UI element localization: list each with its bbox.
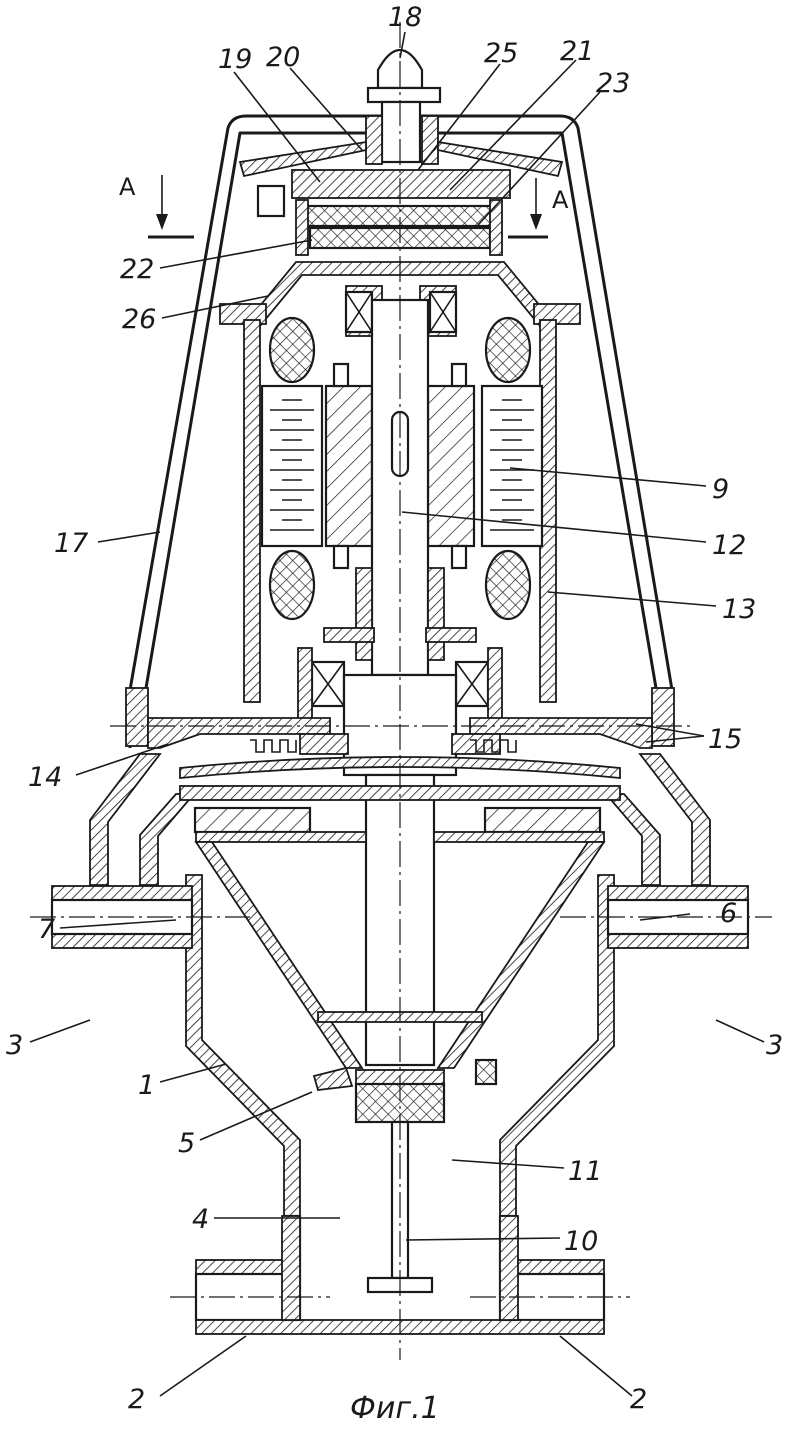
- callout-23: 23: [596, 68, 630, 99]
- callout-3-left: 3: [6, 1030, 23, 1061]
- callout-2-left: 2: [128, 1384, 145, 1415]
- callout-9: 9: [712, 474, 729, 505]
- callout-18: 18: [388, 2, 422, 33]
- callout-11: 11: [568, 1156, 602, 1187]
- callout-15: 15: [708, 724, 742, 755]
- callout-26: 26: [122, 304, 156, 335]
- figure-caption: Фиг.1: [350, 1391, 440, 1426]
- callout-6: 6: [720, 898, 737, 929]
- callout-13: 13: [722, 594, 756, 625]
- callout-14: 14: [28, 762, 62, 793]
- callout-20: 20: [266, 42, 300, 73]
- callout-19: 19: [218, 44, 252, 75]
- callout-25: 25: [484, 38, 518, 69]
- callout-4: 4: [192, 1204, 209, 1235]
- callout-2-right: 2: [630, 1384, 647, 1415]
- callout-5: 5: [178, 1128, 195, 1159]
- callout-21: 21: [560, 36, 594, 67]
- callout-3-right: 3: [766, 1030, 783, 1061]
- callout-7: 7: [38, 914, 55, 945]
- callout-1: 1: [138, 1070, 155, 1101]
- callout-22: 22: [120, 254, 154, 285]
- callout-10: 10: [564, 1226, 598, 1257]
- top-cap-assembly: [240, 50, 562, 255]
- callout-12: 12: [712, 530, 746, 561]
- section-mark-right: А: [552, 186, 569, 214]
- section-mark-left: А: [119, 173, 136, 201]
- callout-17: 17: [54, 528, 88, 559]
